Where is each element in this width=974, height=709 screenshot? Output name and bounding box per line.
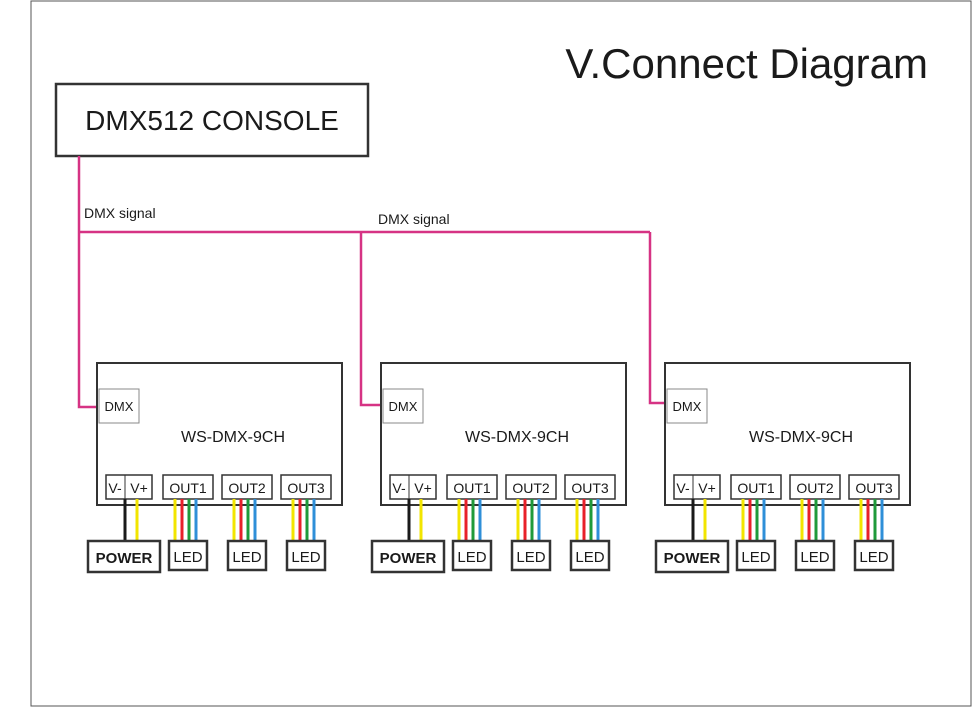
diagram-frame	[30, 0, 972, 707]
led-box	[285, 539, 327, 572]
power-terminal	[673, 474, 721, 500]
terminal-vminus: V-	[676, 480, 690, 496]
terminal-out1-label: OUT1	[169, 480, 207, 496]
diagram-title: V.Connect Diagram	[565, 40, 928, 87]
led-label: LED	[575, 549, 604, 566]
terminal-vplus: V+	[698, 480, 716, 496]
output-terminal-out1	[730, 474, 782, 500]
terminal-out3-label: OUT3	[287, 480, 325, 496]
led-box	[226, 539, 268, 572]
dmx-port	[98, 388, 140, 424]
led-label: LED	[859, 549, 888, 566]
led-label: LED	[516, 549, 545, 566]
led-label: LED	[457, 549, 486, 566]
power-label: POWER	[96, 550, 153, 567]
dmx-port	[666, 388, 708, 424]
dmx-port-label: DMX	[389, 399, 418, 414]
dmx-console-box	[54, 82, 370, 158]
dmx-line-2	[359, 232, 382, 407]
led-box	[167, 539, 209, 572]
terminal-out2-label: OUT2	[796, 480, 834, 496]
power-box	[654, 539, 730, 574]
terminal-out1-label: OUT1	[737, 480, 775, 496]
terminal-out2-label: OUT2	[512, 480, 550, 496]
led-label: LED	[291, 549, 320, 566]
terminal-vminus: V-	[108, 480, 122, 496]
controller-model: WS-DMX-9CH	[749, 429, 853, 446]
power-box	[370, 539, 446, 574]
dmx-port	[382, 388, 424, 424]
dmx-signal-label-2: DMX signal	[378, 211, 450, 227]
terminal-out3-label: OUT3	[571, 480, 609, 496]
power-box	[86, 539, 162, 574]
output-terminal-out2	[221, 474, 273, 500]
led-label: LED	[173, 549, 202, 566]
terminal-out2-label: OUT2	[228, 480, 266, 496]
terminal-vplus: V+	[130, 480, 148, 496]
led-box	[853, 539, 895, 572]
dmx-line-3	[648, 232, 666, 405]
led-box	[569, 539, 611, 572]
led-box	[735, 539, 777, 572]
led-box	[451, 539, 493, 572]
led-label: LED	[741, 549, 770, 566]
dmx-signal-label-1: DMX signal	[84, 205, 156, 221]
dmx-port-label: DMX	[105, 399, 134, 414]
led-label: LED	[232, 549, 261, 566]
power-label: POWER	[664, 550, 721, 567]
output-terminal-out1	[162, 474, 214, 500]
terminal-out3-label: OUT3	[855, 480, 893, 496]
terminal-vminus: V-	[392, 480, 406, 496]
controller-model: WS-DMX-9CH	[465, 429, 569, 446]
output-terminal-out1	[446, 474, 498, 500]
power-label: POWER	[380, 550, 437, 567]
dmx-console-label: DMX512 CONSOLE	[85, 105, 339, 136]
led-box	[794, 539, 836, 572]
terminal-vplus: V+	[414, 480, 432, 496]
dmx-port-label: DMX	[673, 399, 702, 414]
terminal-out1-label: OUT1	[453, 480, 491, 496]
led-box	[510, 539, 552, 572]
dmx-line-1	[77, 156, 98, 409]
dmx-signal-lines	[77, 156, 666, 409]
controller-model: WS-DMX-9CH	[181, 429, 285, 446]
power-terminal	[105, 474, 153, 500]
power-terminal	[389, 474, 437, 500]
led-label: LED	[800, 549, 829, 566]
